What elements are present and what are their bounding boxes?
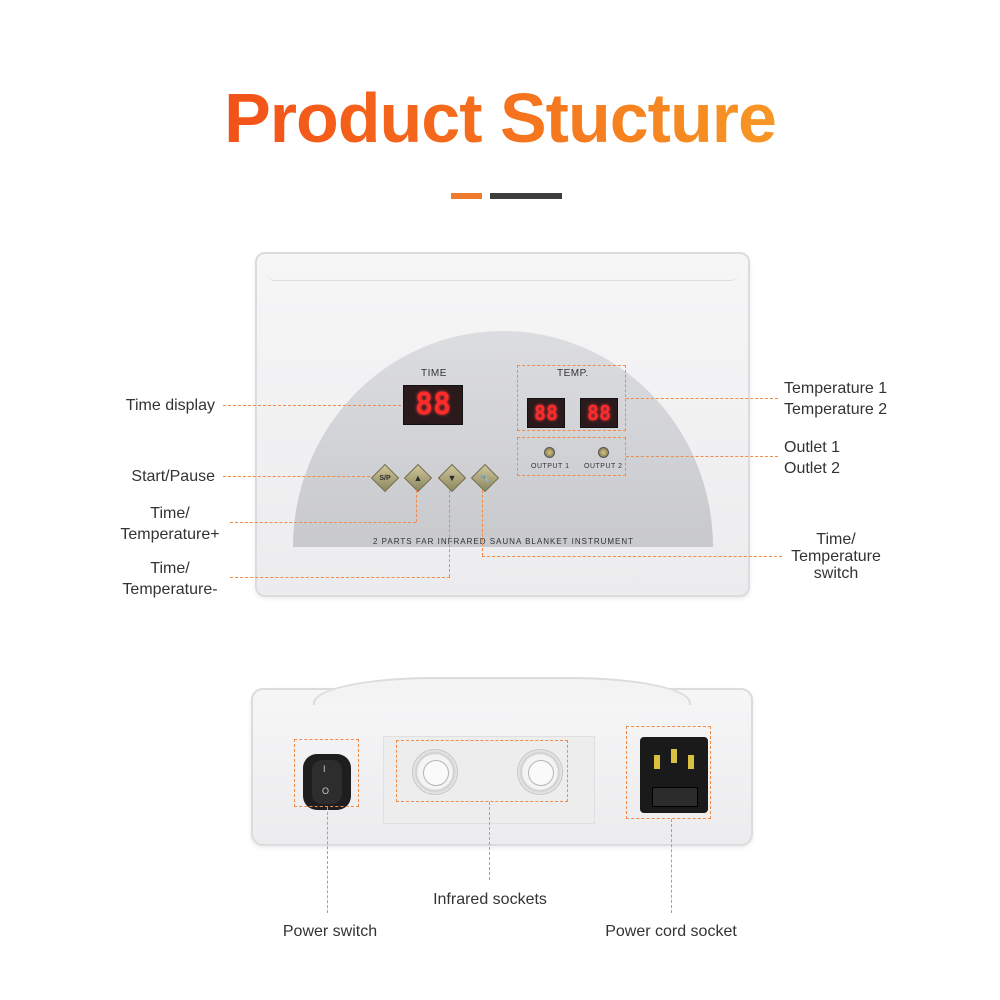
infrared-socket-1[interactable] bbox=[412, 749, 458, 795]
power-cord-highlight bbox=[626, 726, 711, 819]
callout-time-display: Time display bbox=[125, 397, 215, 414]
control-dome bbox=[293, 331, 713, 547]
callout-time-temp-minus: Time/ Temperature- bbox=[100, 558, 240, 600]
start-pause-label: S/P bbox=[379, 474, 391, 482]
callout-switch-line1: Time/ bbox=[816, 531, 856, 548]
callout-time-temp-plus-line1: Time/ bbox=[150, 505, 190, 522]
callout-time-temp-switch: Time/ Temperature switch bbox=[770, 531, 902, 582]
fuse-holder bbox=[652, 787, 698, 807]
plus-leader-h bbox=[230, 522, 416, 523]
page-title: Product Stucture bbox=[0, 78, 1000, 158]
switch-leader-h bbox=[482, 556, 782, 557]
outlet-highlight bbox=[517, 437, 626, 476]
callout-temperatures: Temperature 1 Temperature 2 bbox=[784, 378, 984, 420]
callout-start-pause: Start/Pause bbox=[131, 468, 215, 485]
callout-outlet1: Outlet 1 bbox=[784, 439, 841, 456]
callout-time-temp-plus-line2: Temperature+ bbox=[120, 526, 220, 543]
callout-time-temp-minus-line1: Time/ bbox=[150, 560, 190, 577]
power-switch[interactable]: I O bbox=[303, 754, 351, 810]
infrared-sockets-leader bbox=[489, 802, 490, 880]
callout-outlets: Outlet 1 Outlet 2 bbox=[784, 437, 984, 479]
callout-power-switch: Power switch bbox=[282, 923, 378, 940]
title-underline-orange bbox=[451, 193, 482, 199]
back-device: I O bbox=[251, 677, 753, 846]
temp-label: TEMP. bbox=[557, 368, 589, 379]
rocker-off-mark: O bbox=[322, 786, 330, 796]
callout-temperature1: Temperature 1 bbox=[784, 380, 888, 397]
outlet2-label: OUTPUT 2 bbox=[584, 463, 623, 470]
din-pins-icon bbox=[423, 760, 449, 786]
callout-temperature2: Temperature 2 bbox=[784, 401, 888, 418]
callout-switch-line2: Temperature bbox=[791, 548, 881, 565]
infrared-socket-2[interactable] bbox=[517, 749, 563, 795]
outlet1-label: OUTPUT 1 bbox=[531, 463, 570, 470]
socket-pin bbox=[671, 749, 677, 763]
switch-leader-v bbox=[482, 490, 483, 556]
temperature1-display: 88 bbox=[527, 398, 565, 428]
callout-outlet2: Outlet 2 bbox=[784, 460, 841, 477]
socket-pin bbox=[654, 755, 660, 769]
callout-power-cord-socket: Power cord socket bbox=[605, 923, 737, 940]
power-switch-highlight bbox=[294, 739, 359, 807]
down-arrow-icon: ▼ bbox=[447, 473, 457, 483]
rocker-face bbox=[312, 760, 342, 804]
power-switch-leader bbox=[327, 807, 328, 913]
front-device: TIME 88 TEMP. 88 88 OUTPUT 1 OUTPUT 2 S/… bbox=[255, 252, 750, 597]
callout-infrared-sockets: Infrared sockets bbox=[433, 891, 547, 908]
title-underline-dark bbox=[490, 193, 562, 199]
rocker-on-mark: I bbox=[323, 764, 326, 774]
temperature2-display: 88 bbox=[580, 398, 618, 428]
callout-time-temp-plus: Time/ Temperature+ bbox=[100, 503, 240, 545]
power-cord-socket[interactable] bbox=[640, 737, 708, 813]
socket-pin bbox=[688, 755, 694, 769]
callout-time-temp-minus-line2: Temperature- bbox=[122, 581, 218, 598]
time-display-leader bbox=[223, 405, 401, 406]
wrench-icon: 🔧 bbox=[480, 473, 490, 483]
outlet1-led bbox=[544, 447, 555, 458]
top-hump bbox=[313, 677, 691, 705]
callout-switch-line3: switch bbox=[813, 565, 859, 582]
temperature-leader bbox=[626, 398, 778, 399]
power-cord-leader bbox=[671, 819, 672, 913]
outlet-leader bbox=[626, 456, 778, 457]
up-arrow-icon: ▲ bbox=[413, 473, 423, 483]
top-ridge bbox=[267, 266, 738, 281]
minus-leader-h bbox=[230, 577, 450, 578]
time-label: TIME bbox=[421, 368, 447, 379]
temperature-display-highlight bbox=[517, 365, 626, 431]
instrument-name: 2 PARTS FAR INFRARED SAUNA BLANKET INSTR… bbox=[373, 537, 635, 546]
minus-leader-v bbox=[449, 490, 450, 577]
time-display: 88 bbox=[403, 385, 463, 425]
infrared-sockets-highlight bbox=[396, 740, 568, 802]
plus-leader-v bbox=[416, 490, 417, 522]
start-pause-leader bbox=[223, 476, 370, 477]
din-pins-icon bbox=[528, 760, 554, 786]
outlet2-led bbox=[598, 447, 609, 458]
